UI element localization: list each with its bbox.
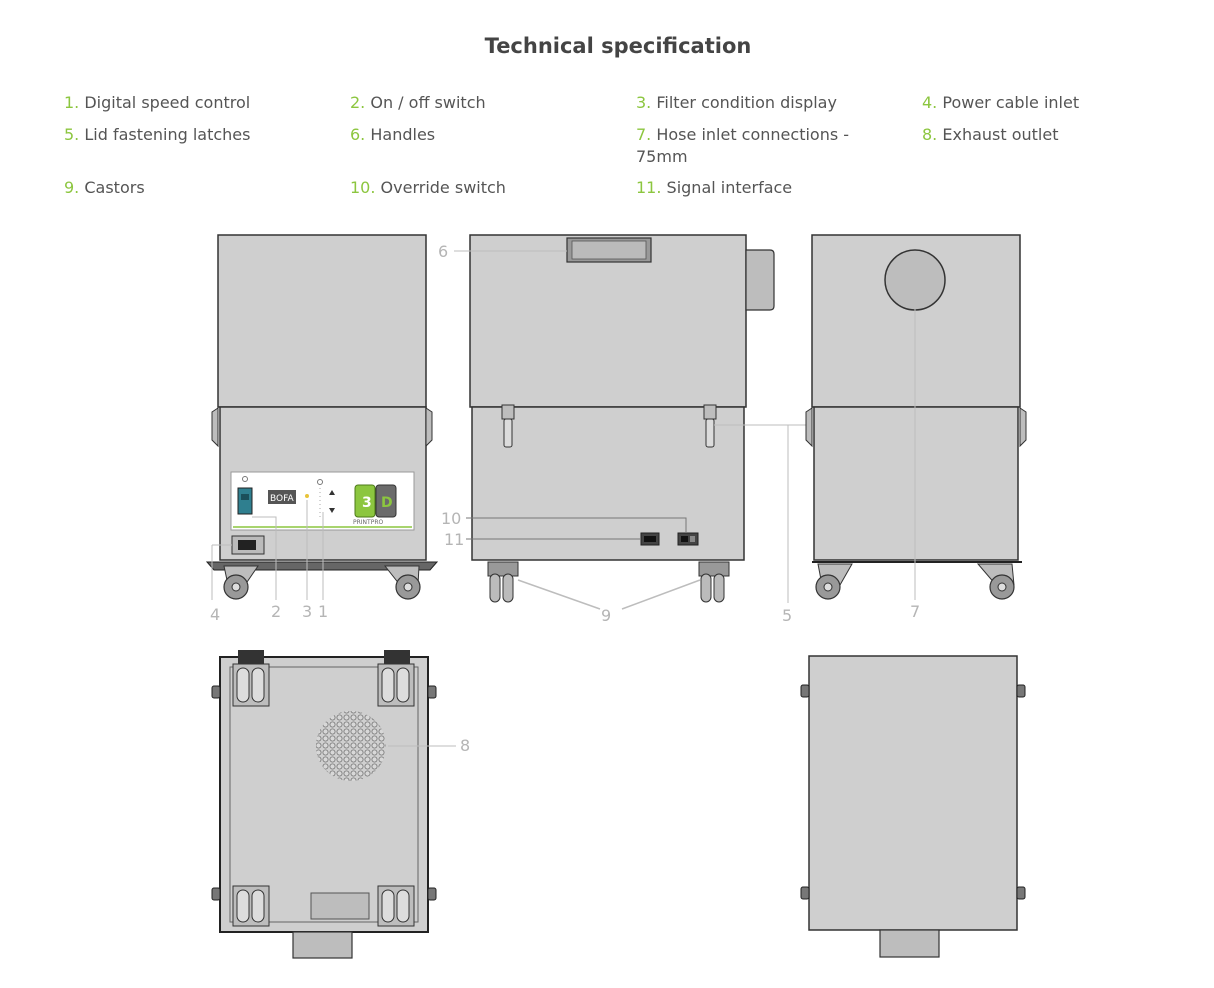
castor-front-right (383, 565, 421, 600)
castor-side-left (487, 561, 519, 603)
leader-10 (466, 517, 687, 533)
spec-item-7: 7. Hose inlet connections - 75mm (636, 124, 849, 168)
brand-text: BOFA (270, 494, 294, 504)
spec-text: Exhaust outlet (942, 125, 1059, 144)
rear-latch-right (1019, 407, 1027, 448)
leader-2 (252, 516, 277, 600)
filter-led-icon (305, 494, 309, 498)
leader-9a (517, 579, 601, 610)
power-switch-icon (237, 487, 253, 515)
logo-text: PRINTPRO (353, 519, 383, 526)
callout-6: 6 (438, 242, 448, 261)
spec-number: 2. (350, 93, 366, 112)
castor-bottom-br (377, 885, 415, 927)
side-view: 6 10 11 9 5 (438, 234, 806, 625)
callout-5: 5 (782, 606, 792, 625)
spec-item-4: 4. Power cable inlet (922, 92, 1079, 114)
castor-side-right (698, 561, 730, 603)
spec-number: 3. (636, 93, 652, 112)
printpro-logo: 3 D PRINTPRO (353, 484, 397, 526)
speed-symbol-icon (317, 479, 323, 485)
front-lid (217, 234, 427, 408)
castor-front-left (223, 565, 259, 600)
leader-9b (621, 579, 701, 610)
spec-number: 10. (350, 178, 376, 197)
spec-number: 9. (64, 178, 80, 197)
spec-number: 4. (922, 93, 938, 112)
brand-plate (268, 490, 296, 504)
bottom-view: 8 (211, 650, 470, 959)
top-body (808, 655, 1018, 931)
spec-text: Filter condition display (656, 93, 837, 112)
spec-text: Override switch (380, 178, 506, 197)
spec-item-10: 10. Override switch (350, 177, 506, 199)
spec-item-5: 5. Lid fastening latches (64, 124, 250, 146)
rating-plate (310, 892, 370, 920)
side-base (471, 406, 745, 561)
spec-item-2: 2. On / off switch (350, 92, 486, 114)
latch-right (425, 407, 433, 448)
spec-number: 6. (350, 125, 366, 144)
castor-rear-left (815, 563, 853, 600)
page-title: Technical specification (484, 34, 752, 58)
callout-7: 7 (910, 602, 920, 621)
hose-connection-icon (745, 249, 775, 311)
switch-rocker (241, 494, 249, 500)
spec-item-8: 8. Exhaust outlet (922, 124, 1058, 146)
callout-2: 2 (271, 602, 281, 621)
svg-text:3: 3 (362, 495, 372, 511)
bottom-outlet-stub (292, 931, 353, 959)
castor-bottom-tl (232, 650, 270, 707)
spec-item-3: 3. Filter condition display (636, 92, 837, 114)
exhaust-grille-icon (316, 711, 386, 781)
speed-up-icon (329, 490, 335, 495)
spec-number: 8. (922, 125, 938, 144)
castor-bottom-bl (232, 885, 270, 927)
callout-10: 10 (441, 509, 461, 528)
spec-text: Digital speed control (84, 93, 251, 112)
spec-number: 1. (64, 93, 80, 112)
callout-4: 4 (210, 605, 220, 624)
lid-latch-left (501, 404, 515, 448)
callout-9: 9 (601, 606, 611, 625)
callout-11: 11 (444, 530, 464, 549)
speed-down-icon (329, 508, 335, 513)
power-socket (238, 540, 256, 550)
spec-number: 11. (636, 178, 662, 197)
spec-item-9: 9. Castors (64, 177, 145, 199)
spec-text-continued: 75mm (636, 147, 688, 166)
spec-item-1: 1. Digital speed control (64, 92, 250, 114)
spec-number: 7. (636, 125, 652, 144)
front-view: BOFA 3 D PRINTPRO (205, 234, 439, 624)
svg-text:D: D (381, 495, 393, 511)
rear-view: 7 (805, 234, 1027, 621)
rear-latch-left (805, 407, 813, 448)
spec-item-11: 11. Signal interface (636, 177, 792, 199)
spec-number: 5. (64, 125, 80, 144)
callout-3: 3 (302, 602, 312, 621)
spec-text: On / off switch (370, 93, 486, 112)
castor-rear-right (976, 563, 1015, 600)
callout-8: 8 (460, 736, 470, 755)
latch-left (211, 407, 219, 448)
spec-text: Castors (84, 178, 145, 197)
spec-text: Power cable inlet (942, 93, 1080, 112)
spec-text: Signal interface (666, 178, 793, 197)
spec-item-6: 6. Handles (350, 124, 435, 146)
rear-base (813, 406, 1019, 561)
side-lid (469, 234, 747, 408)
top-view (800, 655, 1026, 958)
spec-text: Lid fastening latches (84, 125, 251, 144)
callout-1: 1 (318, 602, 328, 621)
castor-bottom-tr (377, 650, 415, 707)
spec-text: Handles (370, 125, 436, 144)
lid-latch-right (703, 404, 717, 448)
power-symbol-icon (242, 476, 248, 482)
spec-text: Hose inlet connections - (656, 125, 850, 144)
top-outlet-stub (879, 929, 940, 958)
